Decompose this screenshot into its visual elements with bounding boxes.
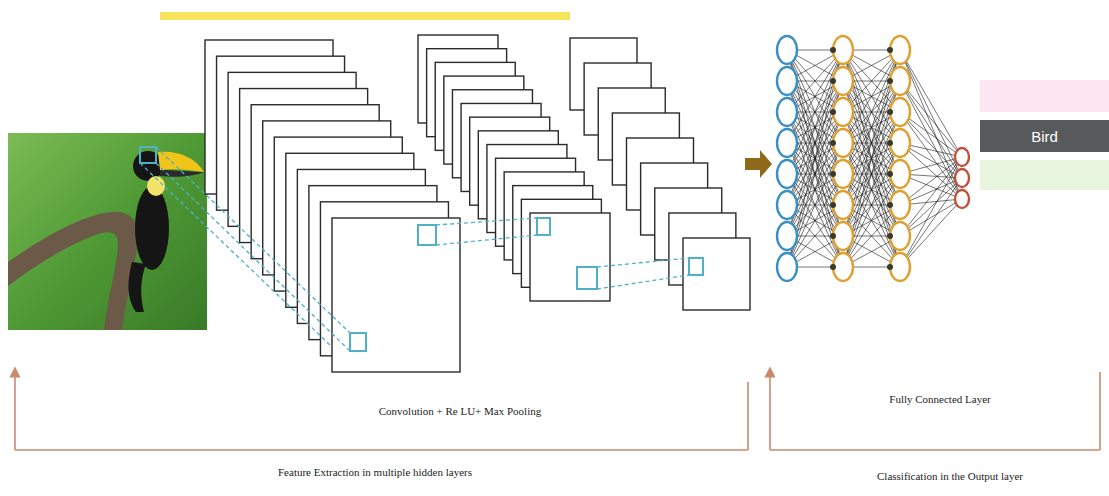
bracket-line [14, 372, 16, 450]
caption-label: Classification in the Output layer [800, 470, 1100, 483]
weight-line [900, 81, 962, 178]
neuron-dot [887, 140, 893, 146]
neuron [777, 191, 797, 219]
bracket-line [770, 449, 1100, 451]
neuron [777, 253, 797, 281]
weight-line [843, 174, 900, 267]
weight-line [787, 174, 843, 267]
neuron-dot [830, 171, 836, 177]
class-output-box: Bird [980, 120, 1109, 152]
neuron [955, 190, 969, 208]
neuron-dot [830, 78, 836, 84]
weight-line [843, 50, 900, 143]
output-box [980, 80, 1109, 112]
input-photo [8, 133, 207, 330]
projection-line [597, 275, 689, 289]
weight-line [787, 50, 843, 143]
weight-line [787, 50, 843, 143]
bracket-line [15, 449, 748, 451]
projection-line [436, 218, 537, 225]
neuron-dot [887, 78, 893, 84]
weight-line [787, 174, 843, 267]
neuron [777, 67, 797, 95]
neuron-dot [830, 264, 836, 270]
feature-map-stack [570, 38, 750, 310]
highlight-bar [160, 12, 570, 20]
neuron-dot [887, 109, 893, 115]
projection-line [140, 163, 330, 345]
bracket-line [1099, 372, 1101, 450]
projection-line [436, 235, 537, 245]
neuron [955, 148, 969, 166]
receptive-field [577, 267, 597, 289]
neuron-dot [830, 109, 836, 115]
neuron-dot [830, 202, 836, 208]
neuron-dot [887, 47, 893, 53]
receptive-field [350, 333, 366, 351]
feature-map [683, 238, 750, 310]
receptive-field [140, 147, 156, 163]
fully-connected-net [777, 36, 969, 281]
neuron [777, 36, 797, 64]
neuron-dot [830, 47, 836, 53]
neuron [777, 98, 797, 126]
neuron [955, 169, 969, 187]
caption-label: Fully Connected Layer [790, 393, 1090, 406]
neuron [777, 129, 797, 157]
weight-line [843, 174, 900, 267]
feature-map [530, 213, 610, 301]
output-box [980, 160, 1109, 190]
projection-line [597, 258, 689, 267]
projection-line [156, 147, 350, 333]
neuron-dot [830, 233, 836, 239]
receptive-field [537, 218, 550, 235]
neuron-dot [887, 233, 893, 239]
neuron [777, 222, 797, 250]
neuron-dot [830, 140, 836, 146]
caption-label: Convolution + Re LU+ Max Pooling [310, 405, 610, 418]
neuron [777, 160, 797, 188]
neuron-dot [887, 202, 893, 208]
caption-label: Feature Extraction in multiple hidden la… [215, 466, 535, 479]
bracket-line [769, 372, 771, 450]
receptive-field [689, 258, 703, 275]
receptive-field [418, 225, 436, 245]
weight-line [843, 50, 900, 143]
feature-map [332, 218, 460, 372]
weight-line [900, 178, 962, 267]
flow-arrow [745, 150, 772, 178]
bracket-line [747, 382, 749, 450]
weight-line [900, 112, 962, 199]
class-label: Bird [1031, 128, 1058, 145]
projection-line [156, 163, 350, 351]
neuron-dot [887, 171, 893, 177]
neuron-dot [887, 264, 893, 270]
